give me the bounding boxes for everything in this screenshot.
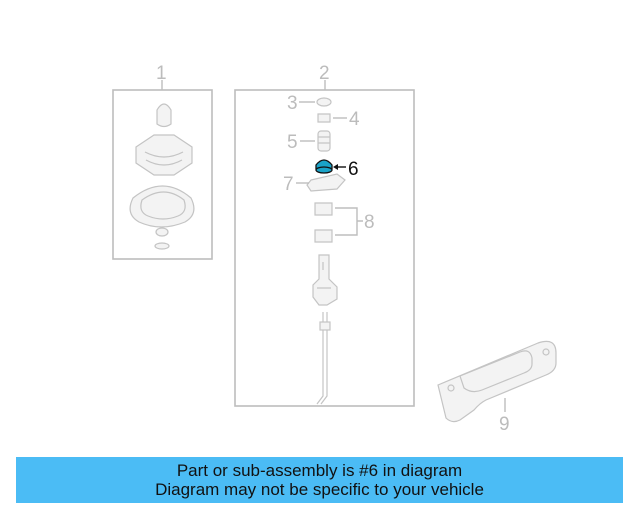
part-9-gasket-opening	[459, 350, 533, 393]
shift-boot-pleats	[144, 151, 184, 166]
callout-6-arrowhead	[333, 164, 338, 170]
callout-8-bracket	[335, 207, 363, 236]
part-3-nut	[316, 97, 332, 107]
shift-boot	[135, 134, 193, 176]
banner-line-1: Part or sub-assembly is #6 in diagram	[176, 461, 463, 480]
washer	[154, 242, 170, 250]
part-5-spring	[317, 130, 331, 152]
part-9-gasket-group: 9	[437, 340, 557, 435]
callout-8-label: 8	[364, 212, 375, 233]
shift-rod	[316, 312, 328, 405]
part-info-banner: Part or sub-assembly is #6 in diagram Di…	[16, 457, 623, 503]
shift-knob	[156, 103, 172, 128]
part-7-plate	[306, 173, 346, 192]
shift-lever-detail	[317, 262, 331, 289]
part-9-gasket	[437, 340, 557, 423]
gasket-bolt-hole	[542, 348, 550, 356]
callout-2-label: 2	[319, 63, 330, 84]
gasket-bolt-hole	[447, 384, 455, 392]
group-2-shift-lever-assembly: 2 3 4 5 6 7 8	[234, 63, 415, 407]
callout-9-label: 9	[499, 414, 510, 435]
shift-rod-collar	[319, 321, 331, 331]
callout-3-label: 3	[287, 93, 298, 114]
callout-6-label: 6	[348, 159, 359, 180]
callout-4-label: 4	[349, 109, 360, 130]
banner-line-2: Diagram may not be specific to your vehi…	[155, 480, 484, 499]
callout-7-label: 7	[283, 174, 294, 195]
part-6-bushing-base	[315, 166, 333, 174]
group-1-shift-knob-assembly: 1	[112, 63, 213, 260]
shift-lever-body	[312, 254, 338, 306]
callout-1-label: 1	[156, 63, 167, 84]
part-5-spring-coils	[318, 136, 330, 144]
bushing	[155, 227, 169, 237]
callout-5-label: 5	[287, 132, 298, 153]
part-4-spacer	[317, 113, 331, 123]
boot-bezel-inner	[140, 191, 186, 220]
part-8-clip-lower	[314, 229, 333, 243]
part-8-clip-upper	[314, 202, 333, 216]
